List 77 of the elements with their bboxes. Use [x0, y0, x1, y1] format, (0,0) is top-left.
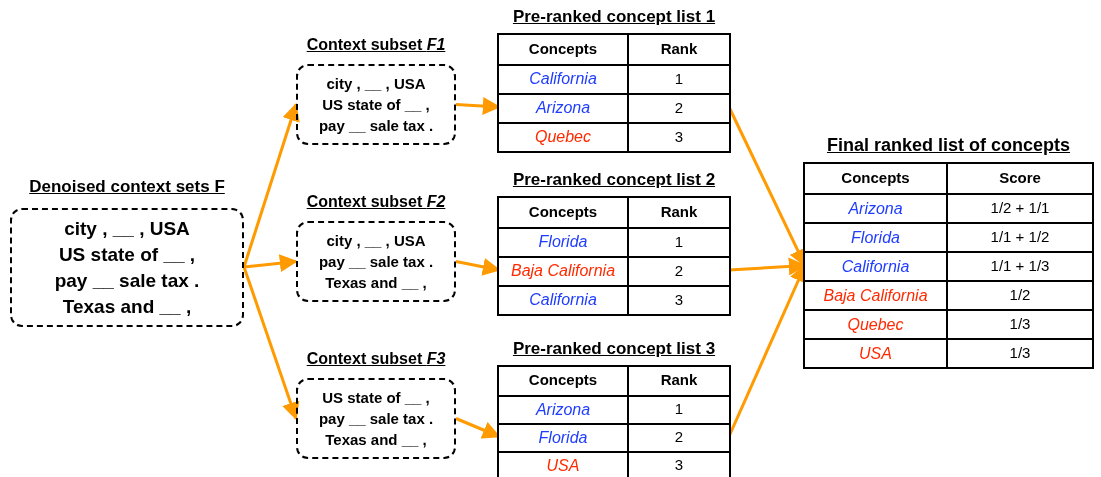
table-row — [805, 193, 1092, 222]
column-header: Concepts — [528, 370, 598, 391]
column-header: Rank — [660, 201, 698, 222]
concept-name: Florida — [538, 232, 588, 252]
context-phrase: pay __ sale tax . — [318, 116, 434, 136]
rank-value: 3 — [674, 289, 684, 310]
column-header: Concepts — [528, 201, 598, 222]
concept-name: Baja California — [823, 285, 928, 306]
table-row — [805, 338, 1092, 367]
table-row — [499, 63, 729, 93]
context-phrase: US state of __ , — [322, 95, 430, 115]
table-row — [499, 450, 729, 477]
concept-name: Florida — [851, 227, 900, 248]
context-phrase: Texas and __ , — [325, 430, 427, 450]
concept-name: USA — [546, 455, 580, 476]
section-heading: Denoised context sets F — [29, 176, 225, 198]
section-heading: Context subset F2 — [306, 192, 446, 212]
concept-name: Arizona — [535, 399, 591, 420]
rank-value: 2 — [674, 97, 684, 118]
rank-value: 1/1 + 1/3 — [990, 256, 1050, 277]
concept-name: USA — [859, 343, 892, 364]
rank-value: 2 — [674, 427, 684, 448]
concept-name: Arizona — [535, 98, 591, 118]
table-row — [805, 280, 1092, 309]
rank-value: 1 — [674, 68, 684, 89]
context-phrase: pay __ sale tax . — [318, 252, 434, 272]
table-row — [499, 394, 729, 423]
concept-name: Quebec — [534, 127, 591, 147]
rank-value: 1/2 — [1009, 285, 1031, 306]
arrow — [242, 102, 300, 268]
table-row — [499, 226, 729, 256]
column-header: Concepts — [528, 38, 598, 59]
concept-name: Quebec — [847, 314, 904, 335]
rank-value: 1/1 + 1/2 — [990, 227, 1050, 248]
rank-value: 1 — [674, 231, 684, 252]
table-row — [805, 251, 1092, 280]
context-phrase: city , __ , USA — [326, 74, 426, 94]
section-heading: Context subset F3 — [306, 349, 446, 369]
table-title: Pre-ranked concept list 2 — [512, 169, 716, 191]
column-header: Concepts — [841, 168, 910, 189]
column-header: Rank — [660, 370, 698, 391]
rank-value: 1 — [674, 399, 684, 420]
concept-name: California — [529, 290, 597, 310]
context-phrase: Texas and __ , — [325, 273, 427, 293]
rank-value: 3 — [674, 455, 684, 476]
context-phrase: pay __ sale tax . — [318, 409, 434, 429]
context-phrase: city , __ , USA — [326, 231, 426, 251]
table-title: Final ranked list of concepts — [826, 134, 1071, 157]
column-header: Score — [999, 168, 1041, 189]
column-header: Rank — [660, 38, 698, 59]
table-title: Pre-ranked concept list 3 — [512, 338, 716, 360]
rank-value: 1/3 — [1009, 314, 1031, 335]
rank-value: 1/3 — [1009, 343, 1031, 364]
table-row — [499, 121, 729, 151]
context-phrase: Texas and __ , — [62, 294, 192, 319]
table-row — [499, 92, 729, 122]
concept-name: California — [841, 256, 910, 277]
context-phrase: city , __ , USA — [64, 216, 190, 241]
table-row — [805, 222, 1092, 251]
table-row — [805, 309, 1092, 338]
table-row — [499, 422, 729, 451]
rank-value: 3 — [674, 126, 684, 147]
concept-name: Baja California — [510, 261, 616, 281]
section-heading: Context subset F1 — [306, 35, 446, 55]
table-row — [499, 255, 729, 285]
context-phrase: US state of __ , — [322, 388, 430, 408]
rank-value: 2 — [674, 260, 684, 281]
concept-name: Florida — [538, 427, 588, 448]
rank-value: 1/2 + 1/1 — [990, 198, 1050, 219]
arrow — [243, 254, 298, 273]
context-phrase: pay __ sale tax . — [54, 268, 200, 293]
table-row — [499, 284, 729, 314]
concept-name: California — [529, 69, 597, 89]
arrow — [242, 266, 300, 421]
context-phrase: US state of __ , — [58, 242, 196, 267]
table-title: Pre-ranked concept list 1 — [512, 6, 716, 28]
concept-name: Arizona — [848, 198, 903, 219]
